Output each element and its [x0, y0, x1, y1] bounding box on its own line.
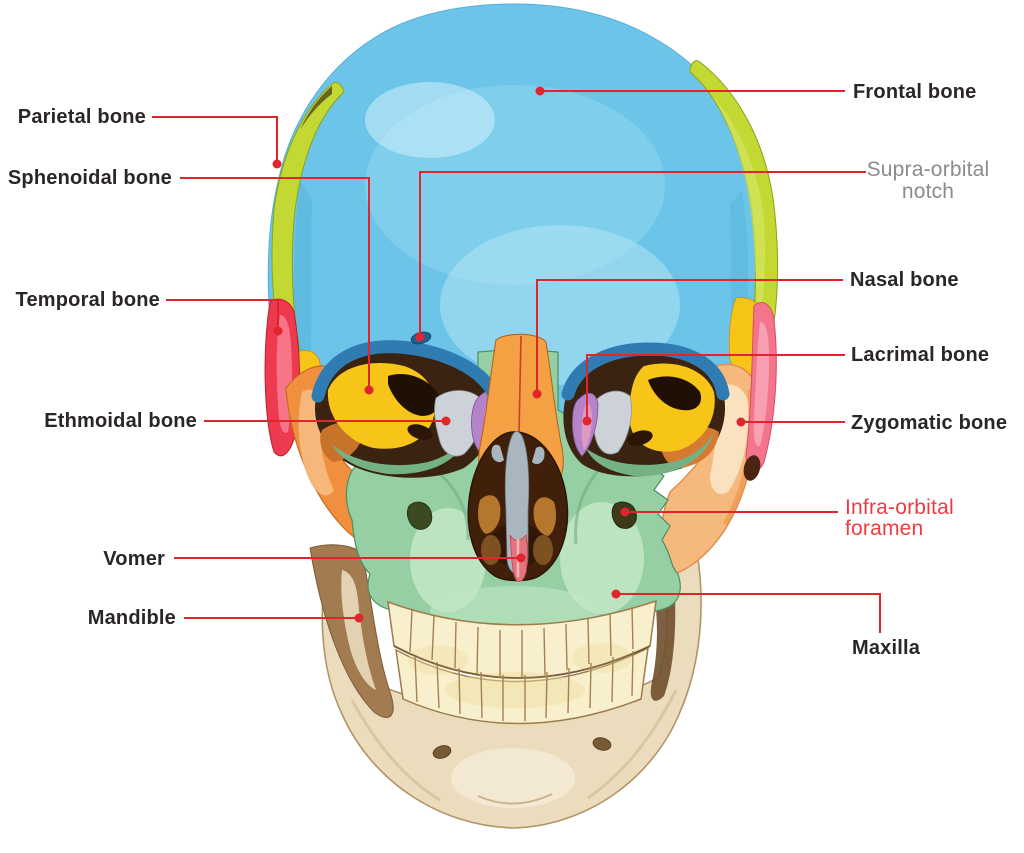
leader-maxilla — [619, 593, 881, 633]
lower-teeth-separators — [414, 650, 634, 721]
label-supraorbital-notch: Supra-orbital notch — [858, 159, 998, 203]
label-temporal-bone: Temporal bone — [15, 289, 160, 311]
left-inferior-orbital-fissure — [407, 424, 433, 440]
dot-vomer — [516, 553, 526, 563]
label-ethmoidal-bone: Ethmoidal bone — [44, 410, 197, 432]
right-orbit — [561, 342, 730, 477]
label-nasal-bone: Nasal bone — [850, 269, 959, 291]
septum-curl-right — [532, 446, 545, 465]
leader-dots — [272, 86, 746, 623]
maxilla-highlight-right — [560, 502, 644, 614]
label-parietal-bone: Parietal bone — [17, 106, 146, 128]
leader-sphenoidal — [180, 177, 370, 387]
teeth-shading-center — [445, 672, 585, 708]
label-frontal-bone: Frontal bone — [853, 81, 977, 103]
turbinate-left — [478, 495, 501, 534]
label-lacrimal-bone: Lacrimal bone — [851, 344, 990, 366]
parietal-right-highlight — [712, 96, 765, 320]
leader-nasal — [536, 279, 843, 391]
dot-mandible — [354, 613, 364, 623]
frontal-highlight-3 — [365, 82, 495, 158]
teeth-shading-left — [408, 645, 468, 675]
leader-parietal — [152, 116, 278, 161]
ethmoid-bone-left-orbit — [434, 390, 483, 457]
maxilla-shading — [435, 468, 470, 541]
infratemporal-opening — [743, 455, 761, 481]
dot-frontal — [535, 86, 545, 96]
right-orbit-green-floor — [586, 432, 714, 477]
label-infraorbital-foramen: Infra-orbital foramen — [845, 497, 954, 539]
internasal-suture — [518, 335, 522, 435]
dot-nasal — [532, 389, 542, 399]
label-zygomatic-bone: Zygomatic bone — [851, 412, 1008, 434]
label-infraorbital-line2: foramen — [845, 517, 924, 540]
dot-sphenoidal — [364, 385, 374, 395]
right-orbital-rim — [561, 342, 730, 401]
mandible-bone — [309, 544, 702, 829]
left-orbit-green-floor — [332, 434, 468, 475]
right-superior-orbital-fissure — [648, 376, 702, 411]
right-inferior-orbital-fissure — [627, 430, 653, 446]
teeth — [387, 599, 657, 725]
mental-foramen-right — [592, 737, 612, 751]
zygomatic-left-highlight — [298, 389, 334, 496]
mandible-left-ramus-highlight — [341, 570, 376, 690]
dot-parietal — [272, 159, 282, 169]
temporal-right-highlight — [753, 322, 769, 447]
turbinate-lower-right — [533, 535, 553, 565]
lower-teeth-row — [395, 646, 649, 725]
label-vomer: Vomer — [103, 548, 165, 570]
septum-curl-left — [491, 444, 504, 463]
left-orbit — [311, 340, 501, 478]
upper-teeth-separators — [409, 606, 634, 678]
dot-infraorbital — [620, 507, 630, 517]
dot-lacrimal — [582, 416, 592, 426]
parietal-left-dark-edge — [300, 86, 332, 130]
leader-lines — [152, 90, 881, 633]
label-supraorbital-line1: Supra-orbital — [866, 158, 990, 181]
left-orbital-rim — [311, 340, 501, 403]
dot-maxilla — [611, 589, 621, 599]
leader-lacrimal — [586, 354, 845, 418]
turbinate-lower-left — [481, 535, 501, 565]
chin-highlight — [451, 748, 575, 808]
lacrimal-right-pink — [581, 403, 592, 450]
left-superior-orbital-fissure — [388, 374, 440, 416]
label-sphenoidal-bone: Sphenoidal bone — [7, 167, 172, 189]
chin-shading — [477, 793, 553, 805]
label-maxilla: Maxilla — [852, 637, 921, 659]
infraorbital-foramen-left — [406, 501, 433, 530]
leader-supraorbital — [419, 171, 866, 334]
temporal-bone-right-group — [743, 302, 777, 481]
label-supraorbital-line2: notch — [901, 180, 955, 203]
maxilla-shading-2 — [574, 467, 602, 545]
nasal-aperture — [467, 431, 569, 582]
leader-temporal — [166, 299, 279, 328]
label-mandible: Mandible — [87, 607, 176, 629]
occlusal-line — [393, 645, 651, 679]
label-infraorbital-line1: Infra-orbital — [845, 496, 954, 519]
mandible-left-shading — [350, 699, 441, 802]
turbinate-right — [533, 497, 556, 536]
dot-zygomatic — [736, 417, 746, 427]
mandible-right-shading — [587, 689, 678, 800]
mental-foramen-left — [432, 745, 452, 759]
dot-ethmoidal — [441, 416, 451, 426]
teeth-shading-right — [572, 643, 632, 673]
dot-temporal — [273, 326, 283, 336]
dot-supraorbital — [415, 332, 425, 342]
